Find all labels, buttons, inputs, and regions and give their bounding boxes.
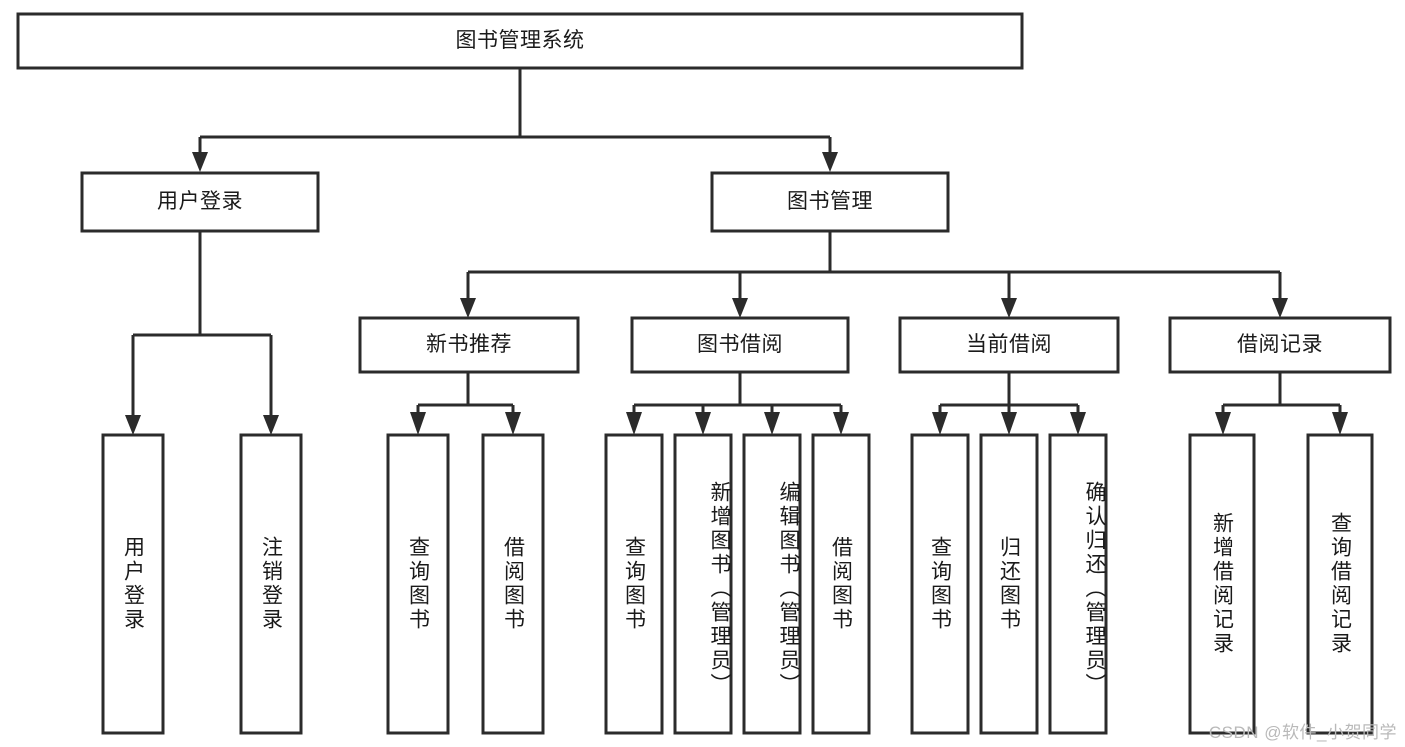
arrow-leaf-return-book xyxy=(1001,412,1017,435)
node-box-leaf-query-book-3[interactable] xyxy=(910,433,970,735)
node-box-leaf-borrow-book-1[interactable] xyxy=(481,433,545,735)
arrow-leaf-add-record xyxy=(1215,412,1231,435)
arrow-leaf-user-login xyxy=(125,415,141,435)
arrow-leaf-confirm-return xyxy=(1070,412,1086,435)
arrow-leaf-query-book-3 xyxy=(932,412,948,435)
node-box-leaf-user-login[interactable] xyxy=(101,433,165,735)
arrow-book-borrow xyxy=(732,298,748,318)
node-box-current-borrow[interactable] xyxy=(898,316,1120,374)
node-box-leaf-query-book-1[interactable] xyxy=(386,433,450,735)
connector-group-borrow-record xyxy=(1215,372,1348,435)
arrow-leaf-query-book-2 xyxy=(626,412,642,435)
arrow-borrow-record xyxy=(1272,298,1288,318)
node-box-leaf-borrow-book-2[interactable] xyxy=(811,433,871,735)
arrow-user-login xyxy=(192,152,208,172)
arrow-leaf-query-book-1 xyxy=(410,412,426,435)
connector-group-book-borrow xyxy=(626,372,849,435)
node-box-book-manage[interactable] xyxy=(710,171,950,233)
node-box-leaf-confirm-return[interactable] xyxy=(1048,433,1108,735)
arrow-leaf-borrow-book-1 xyxy=(505,412,521,435)
node-box-book-borrow[interactable] xyxy=(630,316,850,374)
arrow-leaf-borrow-book-2 xyxy=(833,412,849,435)
arrow-new-book-rec xyxy=(460,298,476,318)
node-box-user-login[interactable] xyxy=(80,171,320,233)
connector-group-user-login xyxy=(125,231,279,435)
connector-group-book-manage xyxy=(460,231,1288,318)
node-box-leaf-add-book-admin[interactable] xyxy=(673,433,733,735)
node-box-leaf-query-record[interactable] xyxy=(1306,433,1374,735)
node-box-leaf-user-logout[interactable] xyxy=(239,433,303,735)
node-box-new-book-rec[interactable] xyxy=(358,316,580,374)
node-box-leaf-query-book-2[interactable] xyxy=(604,433,664,735)
node-box-leaf-edit-book-admin[interactable] xyxy=(742,433,802,735)
arrow-leaf-edit-book xyxy=(764,412,780,435)
arrow-leaf-user-logout xyxy=(263,415,279,435)
arrow-leaf-add-book xyxy=(695,412,711,435)
node-box-borrow-record[interactable] xyxy=(1168,316,1392,374)
arrow-leaf-query-record xyxy=(1332,412,1348,435)
arrow-book-manage xyxy=(822,152,838,172)
node-box-leaf-add-record[interactable] xyxy=(1188,433,1256,735)
node-box-root[interactable] xyxy=(16,12,1024,70)
node-box-leaf-return-book[interactable] xyxy=(979,433,1039,735)
connector-group-new-book-rec xyxy=(410,372,521,435)
connector-group-current-borrow xyxy=(932,372,1086,435)
arrow-current-borrow xyxy=(1001,298,1017,318)
connector-group-root xyxy=(192,68,838,172)
